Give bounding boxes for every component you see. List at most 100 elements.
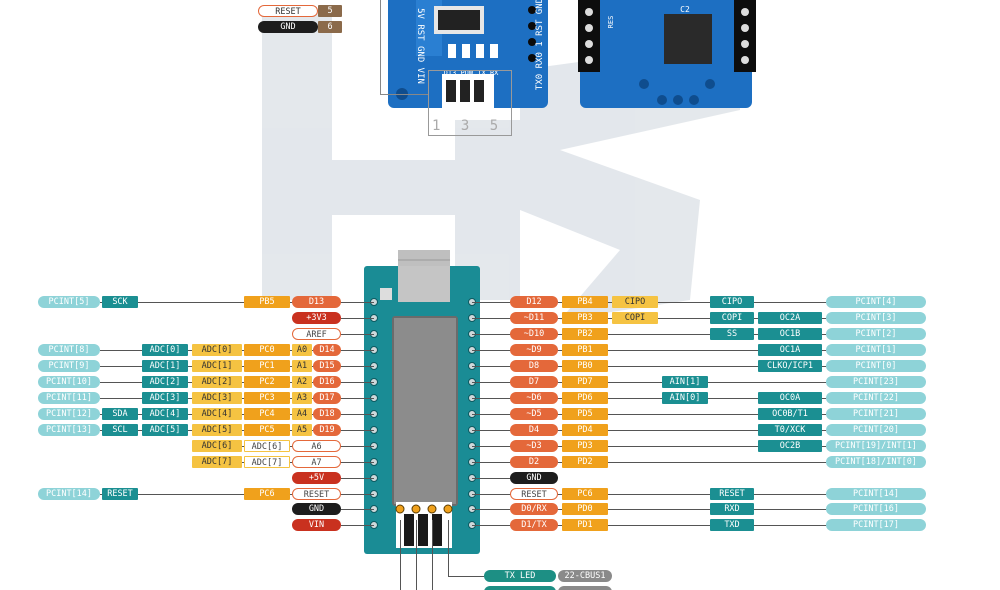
right-pin-label: PD0 (562, 503, 608, 515)
left-pin-label: ADC[1] (192, 360, 242, 372)
left-pin-label: ADC[5] (192, 424, 242, 436)
left-pin-label: D17 (313, 392, 341, 404)
right-pin-label: D8 (510, 360, 558, 372)
left-pin-label: PC2 (244, 376, 290, 388)
top-reset-label: RESET (258, 5, 318, 17)
right-pin-label: RESET (510, 488, 558, 500)
right-pin-label: SS (710, 328, 754, 340)
right-pin-label: PCINT[4] (826, 296, 926, 308)
right-pin-label: PCINT[1] (826, 344, 926, 356)
right-wire (472, 478, 510, 479)
left-pin-label: ADC[0] (192, 344, 242, 356)
left-pin-label: PCINT[8] (38, 344, 100, 356)
right-pin-label: CLKO/ICP1 (758, 360, 822, 372)
top-gnd-number: 6 (318, 21, 342, 33)
right-wire (472, 430, 826, 431)
left-pin-label: D18 (313, 408, 341, 420)
left-pin-label: PCINT[10] (38, 376, 100, 388)
right-pin-label: D12 (510, 296, 558, 308)
right-wire (472, 366, 826, 367)
left-pin-label: ADC[1] (142, 360, 188, 372)
right-pin-label: D7 (510, 376, 558, 388)
left-pin-label: D14 (313, 344, 341, 356)
left-pin-label: ADC[4] (142, 408, 188, 420)
right-pin-label: PCINT[18]/INT[0] (826, 456, 926, 468)
right-wire (472, 462, 826, 463)
right-pin-label: D1/TX (510, 519, 558, 531)
top-left-wire (380, 0, 381, 94)
right-pin-label: D0/RX (510, 503, 558, 515)
left-pin-label: ADC[0] (142, 344, 188, 356)
right-shield-res-text: RES (607, 15, 615, 29)
right-pin-label: AIN[0] (662, 392, 708, 404)
right-pin-label: TXD (710, 519, 754, 531)
top-row-labels: D13 POW TX RX (443, 69, 499, 77)
left-pin-label: ADC[5] (142, 424, 188, 436)
left-wire (100, 302, 374, 303)
right-pin-label: PCINT[22] (826, 392, 926, 404)
right-wire (472, 398, 826, 399)
left-pin-label: PCINT[9] (38, 360, 100, 372)
right-pin-label: OC0B/T1 (758, 408, 822, 420)
left-pin-label: D15 (313, 360, 341, 372)
top-strip-left-text: 5V RST GND VIN (415, 8, 425, 84)
right-pin-label: PD3 (562, 440, 608, 452)
right-pin-label: ~D11 (510, 312, 558, 324)
left-pin-label: PC3 (244, 392, 290, 404)
left-pin-label: ADC[7] (192, 456, 242, 468)
left-pin-label: ADC[3] (142, 392, 188, 404)
left-pin-label: GND (292, 503, 341, 515)
right-pin-label: ~D6 (510, 392, 558, 404)
right-pin-label: RESET (710, 488, 754, 500)
right-pin-label: RXD (710, 503, 754, 515)
left-pin-label: PB5 (244, 296, 290, 308)
top-strip-right-text: TX0 RX0 1 RST GND (535, 0, 545, 91)
right-pin-label: PCINT[20] (826, 424, 926, 436)
right-pin-label: COPI (612, 312, 658, 324)
left-pin-label: RESET (102, 488, 138, 500)
left-pin-label: PC0 (244, 344, 290, 356)
jumper-number: 1 3 5 (432, 118, 504, 134)
right-pin-label: GND (510, 472, 558, 484)
right-wire (472, 509, 826, 510)
right-pin-label: PCINT[14] (826, 488, 926, 500)
left-pin-label: ADC[6] (192, 440, 242, 452)
top-left-wire-h (380, 94, 428, 95)
left-pin-label: PC4 (244, 408, 290, 420)
jumper-outline (428, 70, 512, 136)
left-pin-label: A7 (292, 456, 341, 468)
left-pin-label: A1 (292, 360, 312, 372)
left-pin-label: RESET (292, 488, 341, 500)
right-pin-label: OC2A (758, 312, 822, 324)
right-wire (472, 446, 826, 447)
right-pin-label: OC0A (758, 392, 822, 404)
left-pin-label: PCINT[14] (38, 488, 100, 500)
left-pin-label: SCL (102, 424, 138, 436)
left-pin-label: ADC[2] (142, 376, 188, 388)
cbus-label: 22-CBUS1 (558, 570, 612, 582)
right-pin-label: ~D10 (510, 328, 558, 340)
right-pin-label: COPI (710, 312, 754, 324)
left-pin-label: D16 (313, 376, 341, 388)
left-wire (341, 334, 374, 335)
top-shield-right (578, 0, 756, 108)
left-pin-label: A3 (292, 392, 312, 404)
right-pin-label: D4 (510, 424, 558, 436)
right-pin-label: PD6 (562, 392, 608, 404)
left-pin-label: +5V (292, 472, 341, 484)
right-pin-label: OC1A (758, 344, 822, 356)
left-pin-label: A5 (292, 424, 312, 436)
partial-bottom-label-2 (558, 586, 612, 590)
left-pin-label: D19 (313, 424, 341, 436)
right-pin-label: PCINT[21] (826, 408, 926, 420)
left-pin-label: PC1 (244, 360, 290, 372)
left-pin-label: A6 (292, 440, 341, 452)
right-pin-label: PB4 (562, 296, 608, 308)
right-pin-label: PB0 (562, 360, 608, 372)
right-pin-label: OC1B (758, 328, 822, 340)
right-wire (472, 525, 826, 526)
top-reset-number: 5 (318, 5, 342, 17)
tx-led-label: TX LED (484, 570, 556, 582)
left-pin-label: ADC[7] (244, 456, 290, 468)
